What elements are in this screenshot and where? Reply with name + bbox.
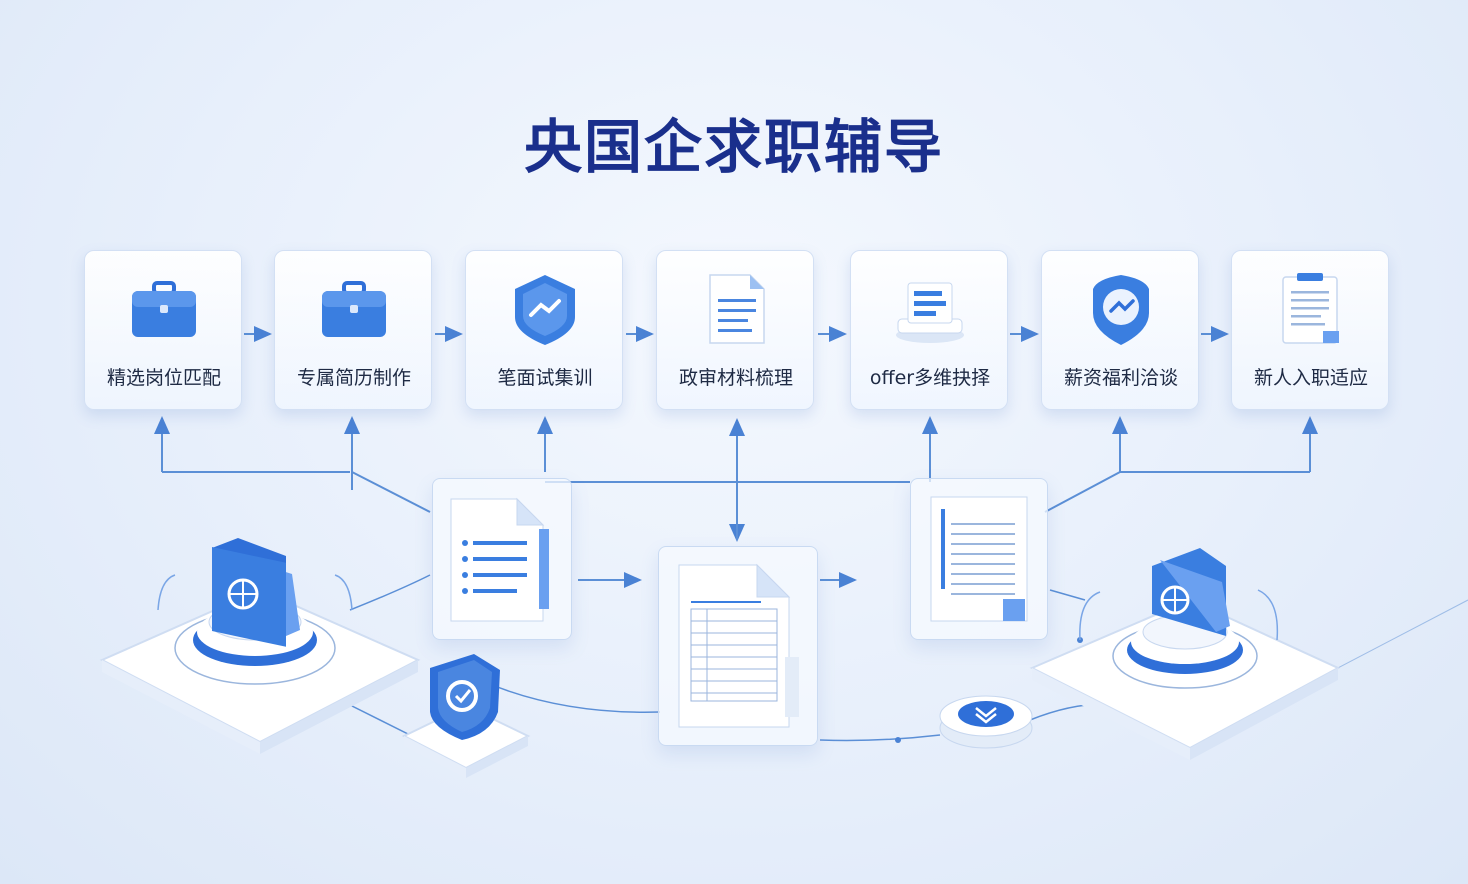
shield-badge-icon — [515, 275, 575, 345]
step-label: 政审材料梳理 — [678, 367, 793, 389]
shield-handshake-icon — [1093, 275, 1149, 345]
step-card-onboarding[interactable]: 新人入职适应 — [1231, 250, 1389, 410]
step-label: 专属简历制作 — [296, 367, 411, 389]
document-icon — [450, 497, 549, 622]
folder-globe-icon-left — [212, 538, 300, 647]
report-document-icon — [930, 496, 1028, 622]
download-button-icon — [939, 695, 1033, 749]
step-label: 薪资福利洽谈 — [1063, 367, 1178, 389]
step-card-offer-choice[interactable]: offer多维抉择 — [850, 250, 1008, 410]
step-label: 精选岗位匹配 — [106, 367, 221, 389]
shield-check-icon — [401, 654, 531, 778]
document-panel-right — [910, 478, 1048, 640]
step-card-salary[interactable]: 薪资福利洽谈 — [1041, 250, 1199, 410]
document-icon — [709, 274, 765, 344]
folder-globe-icon-right — [1152, 548, 1230, 636]
step-label: offer多维抉择 — [869, 367, 991, 389]
step-card-exam-training[interactable]: 笔面试集训 — [465, 250, 623, 410]
step-card-resume[interactable]: 专属简历制作 — [274, 250, 432, 410]
offer-stack-icon — [896, 282, 964, 343]
form-document-icon — [678, 563, 799, 728]
clipboard-icon — [1282, 273, 1339, 344]
step-card-job-matching[interactable]: 精选岗位匹配 — [84, 250, 242, 410]
briefcase-icon — [132, 281, 196, 337]
right-platform — [1029, 589, 1341, 760]
step-label: 笔面试集训 — [497, 367, 593, 389]
page-title: 央国企求职辅导 — [523, 113, 944, 181]
document-panel-left — [432, 478, 572, 640]
briefcase-icon — [322, 281, 386, 337]
step-label: 新人入职适应 — [1253, 367, 1368, 389]
document-panel-center — [658, 546, 818, 746]
step-card-political-review[interactable]: 政审材料梳理 — [656, 250, 814, 410]
